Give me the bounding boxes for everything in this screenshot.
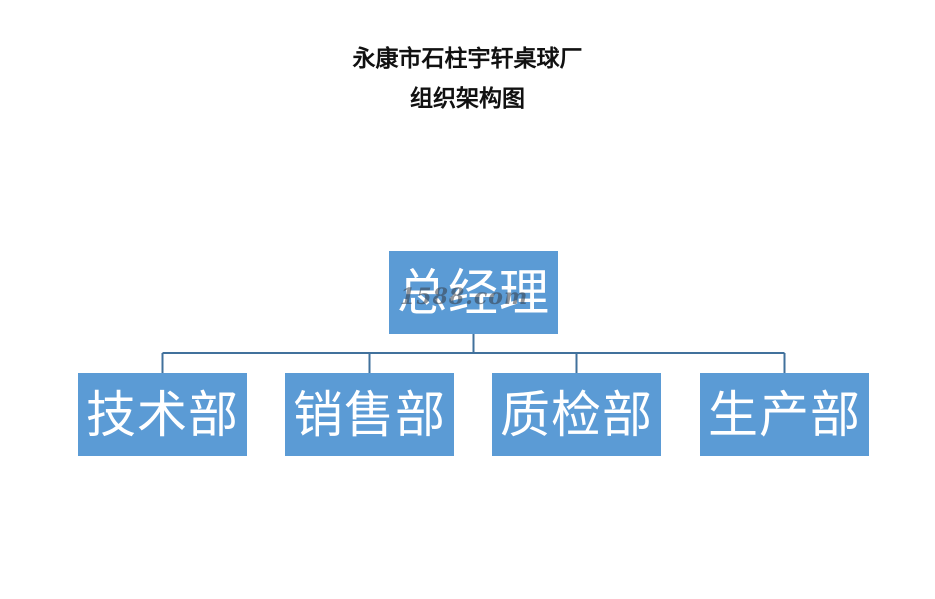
general-manager-label: 总经理 [397,263,550,322]
department-label: 技术部 [86,385,239,444]
general-manager-box: 总经理 [389,251,558,334]
department-box-sales: 销售部 [285,373,454,456]
chart-title-line-2: 组织架构图 [410,86,525,112]
department-label: 销售部 [293,385,446,444]
department-box-technical: 技术部 [78,373,247,456]
department-label: 生产部 [708,385,861,444]
department-box-production: 生产部 [700,373,869,456]
chart-title-line-1: 永康市石柱宇轩桌球厂 [352,46,583,72]
department-box-quality-control: 质检部 [492,373,661,456]
department-label: 质检部 [500,385,653,444]
